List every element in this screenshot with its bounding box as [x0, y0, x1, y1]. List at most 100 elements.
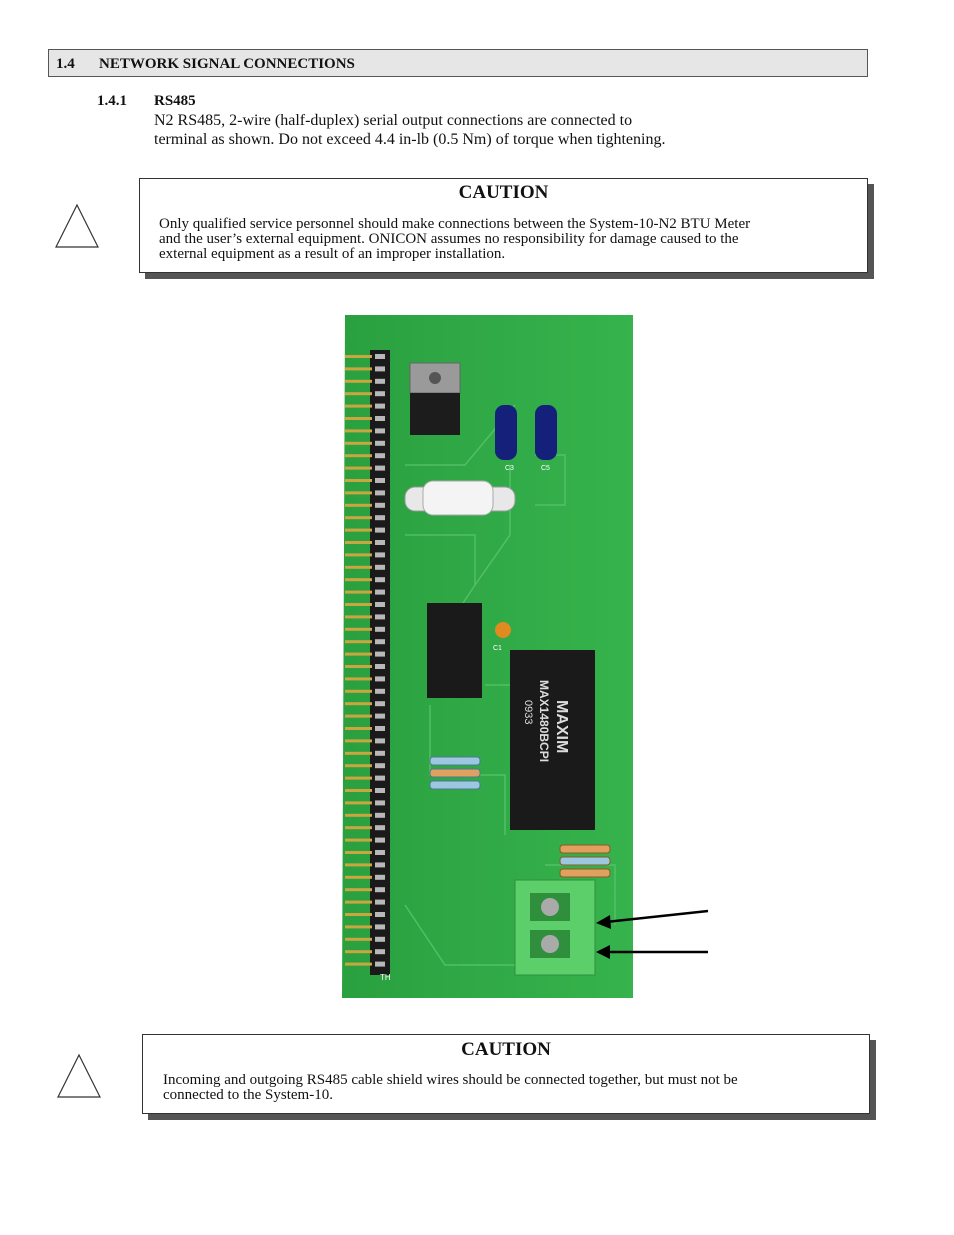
header-pin-tip: [375, 465, 385, 471]
section-title: NETWORK SIGNAL CONNECTIONS: [99, 56, 355, 72]
header-pin-tip: [375, 701, 385, 707]
header-pin: [345, 838, 372, 842]
header-pin-tip: [375, 440, 385, 446]
header-pin-tip: [375, 887, 385, 893]
header-pin-tip: [375, 825, 385, 831]
header-pin-tip: [375, 453, 385, 459]
header-pin-tip: [375, 614, 385, 620]
header-pin: [345, 925, 372, 929]
header-pin: [345, 441, 372, 445]
header-pin-tip: [375, 354, 385, 359]
header-pin-tip: [375, 726, 385, 731]
body-line: terminal as shown. Do not exceed 4.4 in-…: [154, 131, 666, 148]
header-pin-tip: [375, 577, 385, 583]
header-pin: [345, 454, 372, 458]
header-pin: [345, 801, 372, 805]
header-pin-tip: [375, 899, 385, 905]
header-pin: [345, 392, 372, 396]
header-pin-tip: [375, 651, 385, 657]
section-number: 1.4: [56, 56, 75, 72]
header-pin-tip: [375, 428, 385, 434]
subsection-number: 1.4.1: [97, 93, 127, 109]
warning-triangle-icon: [55, 203, 99, 248]
header-pin-tip: [375, 788, 385, 793]
header-pin-tip: [375, 775, 385, 781]
chip-code: 0933: [522, 700, 534, 724]
body-line: N2 RS485, 2-wire (half-duplex) serial ou…: [154, 112, 633, 129]
header-pin: [345, 466, 372, 470]
header-pin: [345, 727, 372, 730]
header-pin: [345, 875, 372, 879]
header-pin: [345, 379, 372, 383]
header-pin-tip: [375, 391, 385, 397]
header-pin: [345, 528, 372, 532]
header-pin: [345, 937, 372, 941]
header-pin: [345, 417, 372, 420]
header-pin: [345, 615, 372, 619]
header-pin-tip: [375, 763, 385, 769]
header-pin-tip: [375, 862, 385, 868]
header-pin-tip: [375, 800, 385, 806]
header-pin: [345, 479, 372, 482]
subsection-title: RS485: [154, 93, 196, 109]
header-pin-tip: [375, 378, 385, 384]
header-pin-tip: [375, 713, 385, 719]
caution-line: external equipment as a result of an imp…: [159, 246, 506, 262]
header-pin-tip: [375, 639, 385, 645]
header-pin-tip: [375, 750, 385, 756]
header-pin-tip: [375, 676, 385, 682]
caution-text: Incoming and outgoing RS485 cable shield…: [163, 1073, 738, 1103]
header-pin-tip: [375, 416, 385, 421]
circuit-board-image: C3 C5 C1 MAXIM MAX1480BCPI 0933 TH: [342, 315, 633, 998]
header-pin-tip: [375, 850, 385, 855]
header-pin-tip: [375, 961, 385, 967]
caution-line: Only qualified service personnel should …: [159, 216, 751, 232]
subsection-body: N2 RS485, 2-wire (half-duplex) serial ou…: [154, 111, 854, 149]
header-pin: [345, 503, 372, 507]
header-pin-tip: [375, 478, 385, 483]
header-pin: [345, 367, 372, 371]
header-pin: [345, 789, 372, 792]
header-pin: [345, 863, 372, 867]
header-pin: [345, 665, 372, 668]
header-pin-tip: [375, 403, 385, 409]
header-pin: [345, 913, 372, 916]
header-pin-tip: [375, 515, 385, 521]
header-pin-tip: [375, 812, 385, 818]
header-pin-tip: [375, 738, 385, 744]
header-pin: [345, 813, 372, 817]
caution-box-2: CAUTION Incoming and outgoing RS485 cabl…: [142, 1034, 870, 1114]
caution-text: Only qualified service personnel should …: [159, 217, 750, 262]
header-pin: [345, 404, 372, 408]
caution-title: CAUTION: [458, 182, 549, 203]
header-pin: [345, 764, 372, 768]
header-pin: [345, 565, 372, 569]
header-pin: [345, 578, 372, 582]
header-pin-tip: [375, 936, 385, 942]
header-pin-tip: [375, 912, 385, 917]
header-pin: [345, 355, 372, 358]
chip-part: MAX1480BCPI: [537, 680, 551, 762]
header-pin: [345, 491, 372, 495]
header-pin-tip: [375, 664, 385, 669]
header-pin-tip: [375, 540, 385, 545]
header-pin: [345, 739, 372, 743]
cap-label: C5: [541, 465, 550, 472]
warning-triangle-icon: [57, 1053, 101, 1098]
header-pin: [345, 640, 372, 644]
caution-line: Incoming and outgoing RS485 cable shield…: [163, 1072, 738, 1088]
header-pin-tip: [375, 874, 385, 880]
header-pin-tip: [375, 502, 385, 508]
header-pin-tip: [375, 626, 385, 632]
header-pin: [345, 590, 372, 594]
terminal-arrows: [596, 909, 709, 959]
chip-brand: MAXIM: [553, 700, 570, 753]
header-pin: [345, 429, 372, 433]
arrow-head-icon: [596, 945, 610, 959]
header-pin-tip: [375, 924, 385, 930]
header-pin: [345, 677, 372, 681]
header-pin: [345, 553, 372, 557]
header-pin-tip: [375, 602, 385, 607]
cap-label: C3: [505, 465, 514, 472]
header-pin: [345, 950, 372, 954]
